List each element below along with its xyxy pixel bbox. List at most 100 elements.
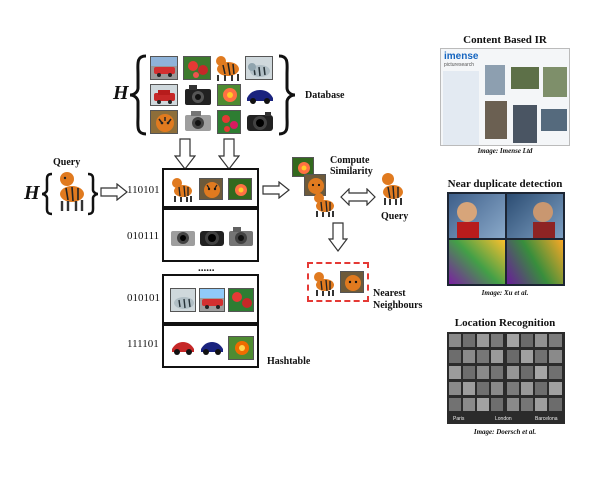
car-icon (202, 299, 223, 309)
nearest-neighbours-box (307, 262, 369, 302)
cbir-logo-sub: picturesearch (444, 62, 475, 68)
cbir-result-1 (485, 65, 505, 95)
cbir-result-4 (485, 101, 507, 139)
tiger-drawing-icon (382, 173, 403, 205)
location-screenshot: Paris London Barcelona (447, 332, 565, 424)
tiger-drawing-icon (172, 178, 192, 202)
tiger-icon (174, 297, 194, 309)
flower-icon (223, 88, 237, 102)
bucket-code-3: 010101 (127, 292, 160, 304)
query-image-tiger (54, 170, 88, 212)
camera-icon (185, 85, 211, 105)
query-image-tiger-right (378, 172, 406, 206)
bucket-image-flowers (228, 288, 254, 312)
tiger-icon (248, 63, 270, 77)
hash-function-label-query: H (24, 182, 40, 204)
tiger-drawing-icon (60, 172, 84, 211)
bucket-image-car-red (170, 336, 196, 358)
cbir-result-6 (541, 109, 567, 131)
bucket-image-flower-2 (228, 336, 254, 360)
hashtable-label: Hashtable (267, 356, 311, 367)
camera-icon (247, 112, 273, 131)
duplicate-image-4 (507, 240, 563, 284)
location-title: Location Recognition (454, 317, 556, 329)
db-image-car-blue (245, 84, 275, 106)
duplicate-screenshot (447, 192, 565, 286)
flower-icon (222, 115, 238, 132)
camera-icon (171, 231, 195, 246)
cbir-result-2 (511, 67, 539, 89)
duplicate-image-3 (449, 240, 505, 284)
bucket-image-cars (199, 288, 225, 312)
bucket-image-tiger-drawing (170, 176, 194, 202)
arrow-query-to-bucket (100, 183, 128, 201)
hash-function-label-database: H (113, 82, 129, 104)
camera-icon (229, 227, 253, 246)
car-icon (201, 342, 223, 355)
db-image-tiger (150, 110, 178, 134)
compute-similarity-label-2: Similarity (330, 166, 373, 177)
location-city-paris: Paris (453, 416, 465, 422)
car-icon (154, 67, 175, 77)
tiger-drawing-icon (314, 193, 334, 217)
similarity-double-arrow (340, 188, 376, 206)
db-image-tiger-drawing (213, 52, 243, 82)
hash-bucket-1 (162, 168, 259, 208)
query-right-brace (87, 172, 99, 216)
database-left-brace (129, 54, 147, 136)
db-image-cars (150, 56, 178, 80)
nearest-neighbours-label-2: Neighbours (373, 300, 423, 311)
tiger-icon (156, 114, 174, 132)
db-image-camera-3 (245, 108, 275, 134)
database-label: Database (305, 90, 345, 101)
car-icon (247, 90, 273, 104)
db-image-camera-1 (183, 82, 213, 108)
cbir-logo: imense (444, 51, 479, 62)
flower-icon (298, 162, 310, 174)
db-image-flower (217, 84, 241, 106)
database-right-brace (278, 54, 296, 136)
flower-icon (235, 341, 249, 355)
flower-icon (188, 61, 208, 78)
candidate-image-tiger-drawing (312, 191, 336, 217)
candidate-image-tiger (304, 174, 326, 196)
car-icon (172, 342, 194, 355)
tiger-icon (345, 275, 361, 291)
location-caption: Image: Doersch et al. (473, 428, 537, 436)
duplicate-image-1 (449, 194, 505, 238)
bucket-image-camera-2 (199, 225, 225, 249)
bucket-image-tiger (199, 178, 223, 200)
hash-bucket-2 (162, 208, 259, 262)
tiger-icon (308, 178, 324, 194)
cbir-caption: Image: Imense Ltd (477, 147, 533, 155)
cbir-result-3 (543, 67, 567, 97)
arrow-similarity-to-neighbours (328, 222, 348, 252)
arrow-database-to-bucket-1 (174, 138, 196, 170)
cbir-sidebar (443, 71, 479, 145)
hashtable-ellipsis: ...... (198, 262, 215, 274)
compute-similarity-label-1: Compute (330, 155, 370, 166)
bucket-image-car-blue (199, 336, 225, 358)
duplicate-title: Near duplicate detection (447, 178, 563, 190)
bucket-image-tiger-snow (170, 288, 196, 312)
query-label-left: Query (53, 157, 81, 168)
camera-icon (185, 111, 211, 131)
location-city-london: London (495, 416, 512, 422)
bucket-image-camera-1 (170, 225, 196, 249)
db-image-camera-2 (183, 108, 213, 134)
car-icon (154, 90, 175, 104)
face-icon (457, 202, 479, 238)
arrow-database-to-bucket-2 (218, 138, 240, 170)
flower-icon (232, 292, 252, 308)
flower-icon (235, 184, 247, 196)
duplicate-caption: Image: Xu et al. (481, 289, 529, 297)
camera-icon (200, 231, 224, 246)
cbir-screenshot: imense picturesearch (440, 48, 570, 146)
query-left-brace (41, 172, 53, 216)
db-image-flowers (183, 56, 211, 80)
bucket-code-1: 110101 (127, 184, 160, 196)
query-label-right: Query (381, 211, 409, 222)
arrow-bucket-to-similarity (262, 181, 290, 199)
tiger-drawing-icon (314, 272, 334, 296)
cbir-title: Content Based IR (463, 34, 547, 46)
